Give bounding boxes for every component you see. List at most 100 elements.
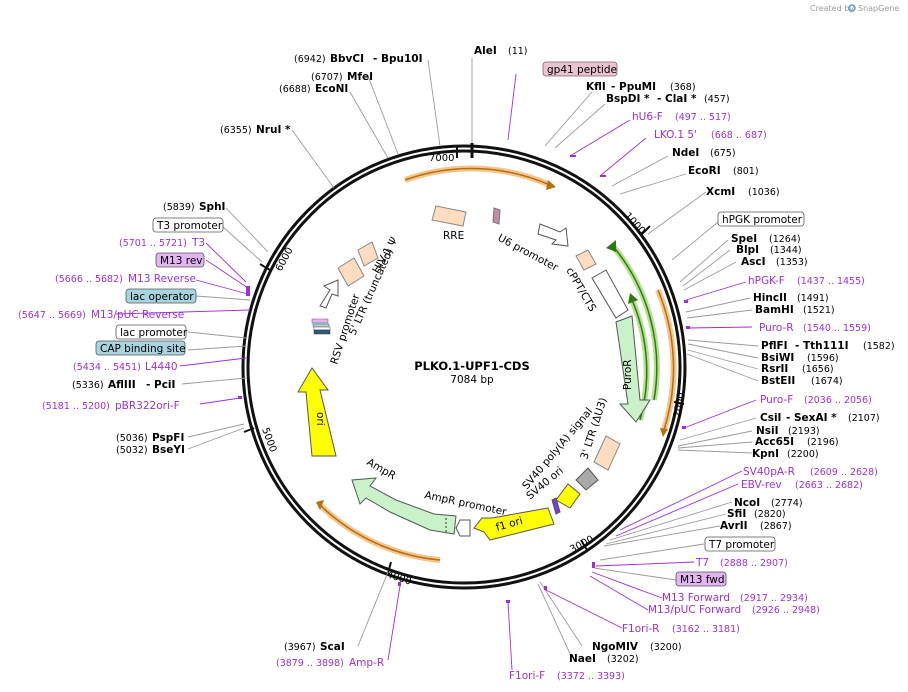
- site-pspfi[interactable]: PspFI: [152, 432, 184, 444]
- site-ncoi[interactable]: NcoI: [734, 497, 760, 509]
- primer-f1orif[interactable]: F1ori-F: [509, 670, 545, 682]
- primer-t3-range: (5701 .. 5721): [119, 238, 187, 249]
- primer-m13forward[interactable]: M13 Forward: [662, 592, 730, 604]
- site-bbvci[interactable]: BbvCI: [330, 53, 364, 65]
- site-nsii[interactable]: NsiI: [756, 425, 779, 437]
- site-tth111i[interactable]: Tth111I: [803, 340, 848, 352]
- m13-fwd-box[interactable]: [675, 571, 727, 587]
- feature-lac-cluster[interactable]: [311, 318, 331, 335]
- t3-promoter-box[interactable]: [152, 217, 224, 233]
- site-sphi[interactable]: SphI: [199, 201, 225, 213]
- site-rsrii-pos: (1656): [802, 364, 834, 375]
- feature-sv40-ori[interactable]: [555, 483, 581, 509]
- primer-ebvrev[interactable]: EBV-rev: [741, 479, 782, 491]
- site-econi[interactable]: EcoNI: [315, 83, 348, 95]
- label-m13-rev: M13 rev: [160, 255, 203, 267]
- lac-promoter-box[interactable]: [115, 324, 187, 340]
- feature-rre[interactable]: [431, 205, 467, 227]
- primer-lko1[interactable]: LKO.1 5': [654, 129, 697, 141]
- plasmid-name: PLKO.1-UPF1-CDS: [414, 359, 529, 373]
- feature-pgk-promoter[interactable]: [591, 269, 629, 319]
- feature-5ltr[interactable]: [337, 257, 365, 287]
- site-ngomiv[interactable]: NgoMIV: [592, 641, 639, 653]
- site-bsteii[interactable]: BstEII: [761, 375, 795, 387]
- site-hincii[interactable]: HincII: [753, 292, 787, 304]
- m13-rev-box[interactable]: [155, 252, 205, 268]
- feature-sv40-polya[interactable]: [575, 467, 599, 491]
- site-naei[interactable]: NaeI: [569, 653, 596, 665]
- site-pflfi[interactable]: PflFI: [761, 340, 788, 352]
- hpgk-promoter-box[interactable]: [717, 211, 805, 227]
- lac-operator-box[interactable]: [125, 288, 197, 304]
- site-sexai[interactable]: SexAI *: [794, 412, 837, 424]
- site-pcii-dash: -: [146, 379, 150, 391]
- site-nrui[interactable]: NruI *: [256, 124, 291, 136]
- plasmid-length: 7084 bp: [450, 374, 494, 386]
- primer-hu6f[interactable]: hU6-F: [632, 111, 663, 123]
- feature-f1-ori[interactable]: [473, 507, 555, 541]
- site-sfii[interactable]: SfiI: [727, 508, 746, 520]
- feature-hiv-psi[interactable]: [357, 241, 379, 267]
- site-ndei[interactable]: NdeI: [672, 147, 699, 159]
- primer-f1orir[interactable]: F1ori-R: [622, 623, 659, 635]
- feature-3ltr[interactable]: [593, 435, 621, 471]
- site-bamhi-pos: (1521): [803, 305, 835, 316]
- primer-ampr[interactable]: Amp-R: [349, 657, 384, 669]
- feature-lkp-site[interactable]: [551, 497, 561, 515]
- feature-ampr-promoter[interactable]: [455, 519, 471, 537]
- site-kpni-pos: (2200): [787, 449, 819, 460]
- site-csii[interactable]: CsiI: [760, 412, 781, 424]
- site-clai[interactable]: ClaI *: [665, 93, 697, 105]
- site-blpi[interactable]: BlpI: [736, 244, 759, 256]
- site-ecori[interactable]: EcoRI: [688, 165, 721, 177]
- primer-purof[interactable]: Puro-F: [760, 394, 793, 406]
- site-kpni[interactable]: KpnI: [752, 448, 779, 460]
- feature-puror[interactable]: [615, 315, 651, 423]
- gp41-peptide-box[interactable]: [542, 61, 618, 77]
- site-kfli[interactable]: KflI: [586, 81, 606, 93]
- site-blpi-pos: (1344): [770, 245, 802, 256]
- site-bpu10i[interactable]: Bpu10I: [381, 53, 423, 65]
- created-by-label: Created by: [810, 4, 854, 13]
- feature-rsv-promoter[interactable]: [319, 279, 339, 309]
- site-pcii[interactable]: PciI: [154, 379, 175, 391]
- feature-ori[interactable]: [297, 367, 337, 457]
- site-ppumi[interactable]: PpuMI: [619, 81, 656, 93]
- primer-m13reverse[interactable]: M13 Reverse: [128, 273, 196, 285]
- primer-m13pucforward[interactable]: M13/pUC Forward: [648, 604, 741, 616]
- primer-m13forward-range: (2917 .. 2934): [740, 593, 808, 604]
- site-rsrii[interactable]: RsrII: [761, 363, 788, 375]
- site-bsiwi[interactable]: BsiWI: [761, 352, 794, 364]
- site-afliii[interactable]: AflIII: [108, 379, 136, 391]
- primer-puror[interactable]: Puro-R: [759, 322, 794, 334]
- primer-t7[interactable]: T7: [695, 557, 709, 569]
- site-bspdi[interactable]: BspDI *: [606, 93, 650, 105]
- primer-t3[interactable]: T3: [191, 237, 205, 249]
- primer-pbr322orif-range: (5181 .. 5200): [42, 401, 110, 412]
- site-acc65i[interactable]: Acc65I: [755, 436, 794, 448]
- feature-cppt[interactable]: [575, 249, 597, 271]
- site-bseyi[interactable]: BseYI: [152, 444, 185, 456]
- site-scai[interactable]: ScaI: [320, 641, 345, 653]
- label-t3-promoter: T3 promoter: [156, 220, 223, 232]
- site-asci[interactable]: AscI: [741, 256, 766, 268]
- primer-f1orir-range: (3162 .. 3181): [672, 624, 740, 635]
- primer-sv40par[interactable]: SV40pA-R: [743, 466, 795, 478]
- primer-l4440[interactable]: L4440: [145, 361, 178, 373]
- feature-u6-promoter[interactable]: [537, 223, 569, 247]
- site-avrii[interactable]: AvrII: [720, 520, 748, 532]
- site-spei[interactable]: SpeI: [731, 233, 757, 245]
- site-bspdi-pos: (457): [704, 94, 730, 105]
- primer-m13pucreverse[interactable]: M13/pUC Reverse: [91, 309, 184, 321]
- t7-promoter-box[interactable]: [704, 536, 776, 552]
- primer-pbr322orif[interactable]: pBR322ori-F: [115, 400, 180, 412]
- site-csii-pos: (2107): [848, 413, 880, 424]
- primer-hpgkf[interactable]: hPGK-F: [748, 275, 785, 287]
- feature-gp41[interactable]: [492, 207, 501, 225]
- site-alei[interactable]: AleI: [474, 45, 497, 57]
- site-xcmi[interactable]: XcmI: [706, 186, 735, 198]
- site-bamhi[interactable]: BamHI: [755, 304, 794, 316]
- cap-binding-site-box[interactable]: [95, 340, 186, 356]
- feature-ampr[interactable]: [351, 477, 457, 535]
- site-mfei[interactable]: MfeI: [347, 71, 373, 83]
